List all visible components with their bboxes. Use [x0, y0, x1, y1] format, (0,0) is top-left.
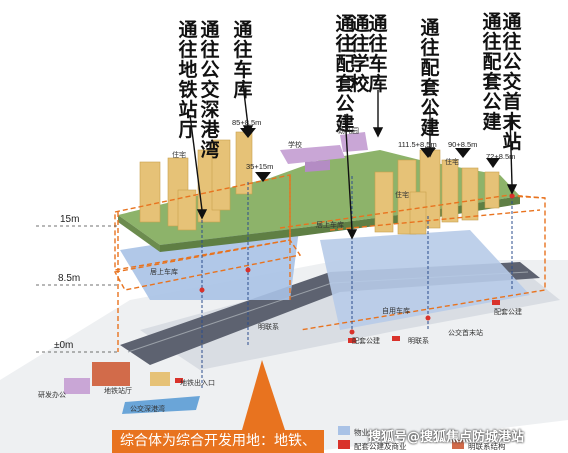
towers-west: [139, 131, 253, 231]
area-label: 研发办公: [38, 391, 66, 399]
area-label: 居上车库: [316, 221, 344, 229]
garage-east: [320, 230, 530, 330]
label-to-school: 通往学校: [350, 13, 370, 95]
area-label: 学校: [288, 141, 302, 149]
label-to-bus-harbour: 通往公交深港湾: [200, 19, 220, 161]
towers-east: [374, 149, 500, 235]
elevation-tag: 72+8.5m: [486, 152, 516, 161]
garage-west: [120, 222, 300, 300]
label-to-bus-terminal: 通往公交首末站: [502, 11, 522, 153]
area-label: 住宅: [445, 158, 459, 166]
level-frames: [113, 174, 546, 352]
area-label: 居上车库: [150, 268, 178, 276]
access-columns: [201, 176, 513, 388]
watermark: 搜狐号@搜狐焦点防城港站: [368, 430, 525, 445]
label-to-amenity-1: 通往配套公建: [335, 13, 355, 135]
area-label: 地铁出入口: [180, 379, 215, 387]
label-to-amenity-3: 通往配套公建: [482, 11, 502, 133]
area-label: 配套公建: [352, 337, 380, 345]
banner-pointer: [242, 360, 285, 430]
pointer-arrows: [189, 83, 518, 240]
school-block-1: [280, 145, 345, 164]
platform-edge-front: [160, 196, 520, 252]
elevation-tag: 85+8.5m: [232, 118, 262, 127]
label-to-metro-hall: 通往地铁站厅: [178, 19, 198, 141]
legend-item: 物业: [354, 428, 369, 437]
area-label: 公交深港湾: [130, 405, 165, 413]
elevation-tag: 111.5+8.5m: [398, 140, 437, 149]
area-label: 公交首末站: [448, 329, 483, 337]
label-to-amenity-2: 通往配套公建: [420, 17, 440, 139]
area-label: 地铁站厅: [104, 387, 132, 395]
label-to-garage-west: 通往车库: [233, 19, 253, 101]
platform-edge-west: [118, 215, 160, 252]
triangle-markers: [240, 128, 500, 182]
elevation-tag: 35+15m: [246, 162, 274, 171]
legend-item: 明联系结构: [468, 442, 506, 451]
area-label: 明联系: [258, 323, 279, 331]
legend-swatches: [338, 426, 464, 449]
area-label: 明联系: [408, 337, 429, 345]
area-label: 住宅: [172, 151, 186, 159]
ground-buildings: [64, 362, 200, 414]
level-lines: [36, 225, 118, 353]
elevation-tag: 90+8.5m: [448, 140, 478, 149]
level-ground: ±0m: [54, 340, 74, 351]
label-to-garage-east: 通往车库: [368, 13, 388, 95]
area-label: 幼儿园: [338, 127, 359, 135]
area-label: 住宅: [395, 191, 409, 199]
caption-banner: 综合体为综合开发用地：地铁、: [112, 430, 324, 453]
area-label: 配套公建: [494, 308, 522, 316]
area-label: 自用车库: [382, 307, 410, 315]
level-15m: 15m: [60, 214, 80, 225]
school-block-2: [305, 160, 330, 172]
legend-item: 配套公建及商业: [354, 442, 407, 451]
level-8-5m: 8.5m: [58, 273, 81, 284]
